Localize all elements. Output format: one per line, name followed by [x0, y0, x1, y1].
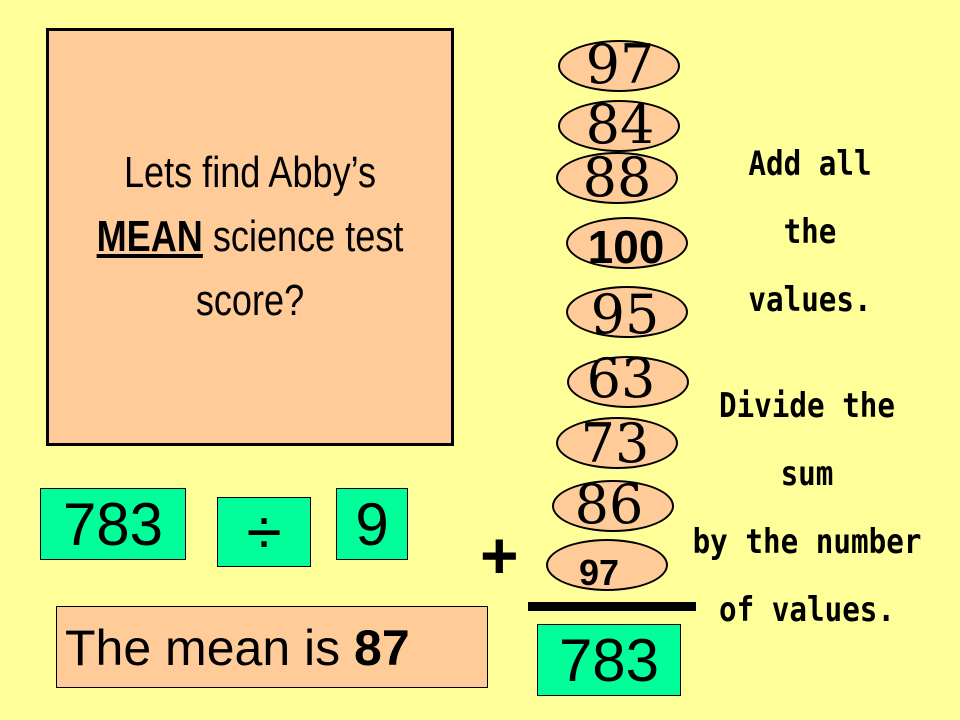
score-4: 100 — [587, 221, 665, 273]
score-7: 73 — [580, 412, 650, 475]
operator-box: ÷ — [217, 496, 311, 568]
score-9: 97 — [578, 552, 620, 593]
score-oval-7 — [556, 417, 678, 469]
sum-line — [528, 602, 696, 611]
score-oval-3 — [556, 152, 678, 204]
question-line-3: score? — [195, 276, 305, 325]
score-oval-1 — [558, 40, 680, 92]
add-note: Add all the values. — [715, 130, 904, 334]
question-box: Lets find Abby’s MEAN science test score… — [46, 28, 454, 446]
score-1: 97 — [585, 33, 655, 96]
score-3: 88 — [582, 146, 652, 209]
score-oval-9 — [546, 539, 668, 591]
score-oval-8 — [552, 480, 674, 532]
sum-total-box: 783 — [537, 624, 681, 696]
divide-note-line-2: by the number — [692, 522, 922, 562]
score-oval-6 — [567, 356, 689, 408]
divide-note-line-1: Divide the sum — [718, 386, 896, 494]
sum-total: 783 — [558, 626, 660, 694]
divide-note: Divide the sum by the number of values. — [687, 372, 926, 644]
question-line-1: Lets find Abby’s — [123, 148, 377, 197]
answer-value: 87 — [354, 620, 410, 676]
add-note-line-1: Add all — [748, 144, 872, 184]
score-6: 63 — [586, 347, 656, 410]
division-sign: ÷ — [246, 496, 282, 568]
dividend-box: 783 — [40, 488, 186, 560]
score-2: 84 — [585, 93, 655, 156]
plus-sign: + — [480, 518, 519, 592]
question-text: Lets find Abby’s MEAN science test score… — [85, 141, 415, 333]
score-8: 86 — [574, 473, 644, 536]
answer-box: The mean is 87 — [56, 606, 488, 688]
score-5: 95 — [590, 283, 660, 346]
question-line-2: science test — [202, 212, 404, 261]
answer-prefix: The mean is — [65, 620, 355, 676]
add-note-line-2: the values. — [748, 212, 872, 320]
mean-word: MEAN — [96, 212, 203, 261]
divide-note-line-3: of values. — [718, 590, 896, 630]
score-oval-2 — [558, 100, 680, 152]
divisor: 9 — [355, 490, 389, 558]
dividend: 783 — [62, 490, 164, 558]
divisor-box: 9 — [336, 488, 408, 560]
score-oval-4 — [566, 217, 688, 269]
score-oval-5 — [566, 286, 688, 338]
